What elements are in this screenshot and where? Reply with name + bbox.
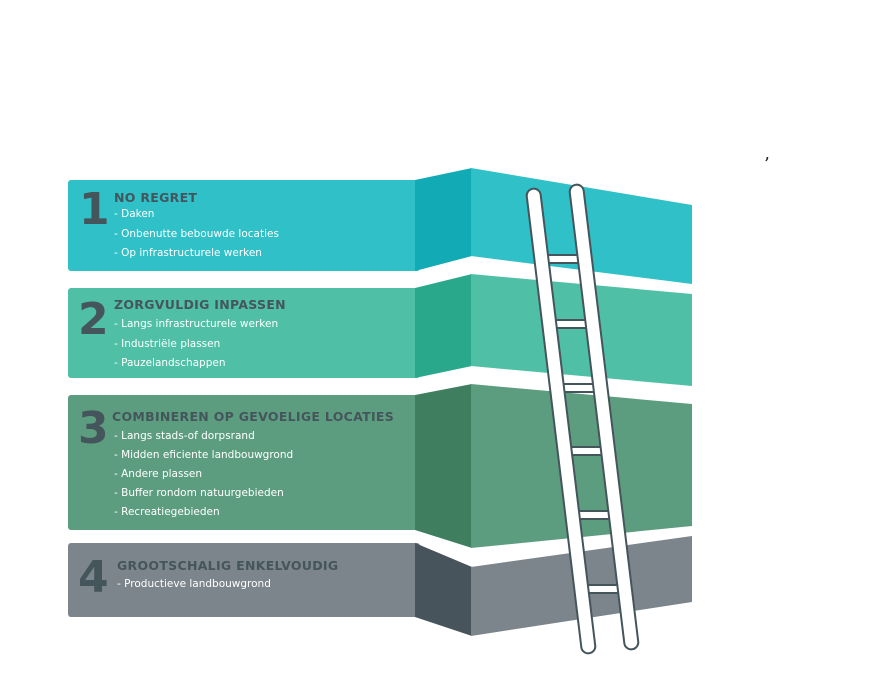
ladder-left-rail [525, 187, 597, 655]
tier-1-list: - Daken - Onbenutte bebouwde locaties - … [114, 205, 279, 264]
list-item: - Langs infrastructurele werken [114, 318, 279, 330]
list-item: - Andere plassen [114, 468, 203, 480]
list-item: - Industriële plassen [114, 337, 221, 350]
stray-mark: ’ [764, 154, 770, 175]
tier-1-corner [415, 168, 472, 271]
tier-1-front [68, 180, 420, 271]
tier-3-corner [415, 384, 472, 548]
tier-1-number: 1 [79, 184, 110, 235]
tier-4-number: 4 [78, 552, 109, 603]
list-item: - Buffer rondom natuurgebieden [114, 487, 284, 499]
tier-3-title: COMBINEREN OP GEVOELIGE LOCATIES [112, 409, 395, 424]
tier-3-number: 3 [78, 403, 109, 454]
tier-4-block [68, 536, 692, 636]
tier-4-front [68, 543, 420, 617]
list-item: - Productieve landbouwgrond [117, 578, 271, 590]
list-item: - Daken [114, 208, 155, 220]
list-item: - Pauzelandschappen [114, 357, 226, 369]
list-item: - Recreatiegebieden [114, 506, 220, 518]
tier-2-block [68, 274, 692, 386]
tier-1-title: NO REGRET [114, 190, 198, 205]
tier-2-side [471, 274, 692, 386]
tier-2-front [68, 288, 420, 378]
list-item: - Midden eficiente landbouwgrond [114, 449, 294, 461]
tier-3-block [68, 384, 692, 548]
tier-2-number: 2 [78, 294, 109, 345]
tier-2-corner [415, 274, 472, 378]
tier-4-corner [415, 543, 472, 636]
tier-3-list: - Langs stads-of dorpsrand - Midden efic… [114, 427, 293, 522]
tier-4-list: - Productieve landbouwgrond [117, 575, 271, 595]
tier-4-title: GROOTSCHALIG ENKELVOUDIG [117, 558, 339, 573]
ladder-right-rail [568, 183, 640, 651]
list-item: - Op infrastructurele werken [114, 247, 262, 259]
ladder-illustration [525, 183, 640, 655]
list-item: - Langs stads-of dorpsrand [114, 430, 255, 442]
tier-2-title: ZORGVULDIG INPASSEN [114, 297, 286, 312]
tier-3-side [471, 384, 692, 548]
tier-2-list: - Langs infrastructurele werken - Indust… [114, 315, 278, 374]
list-item: - Onbenutte bebouwde locaties [114, 227, 279, 240]
tier-3-front [68, 395, 420, 530]
